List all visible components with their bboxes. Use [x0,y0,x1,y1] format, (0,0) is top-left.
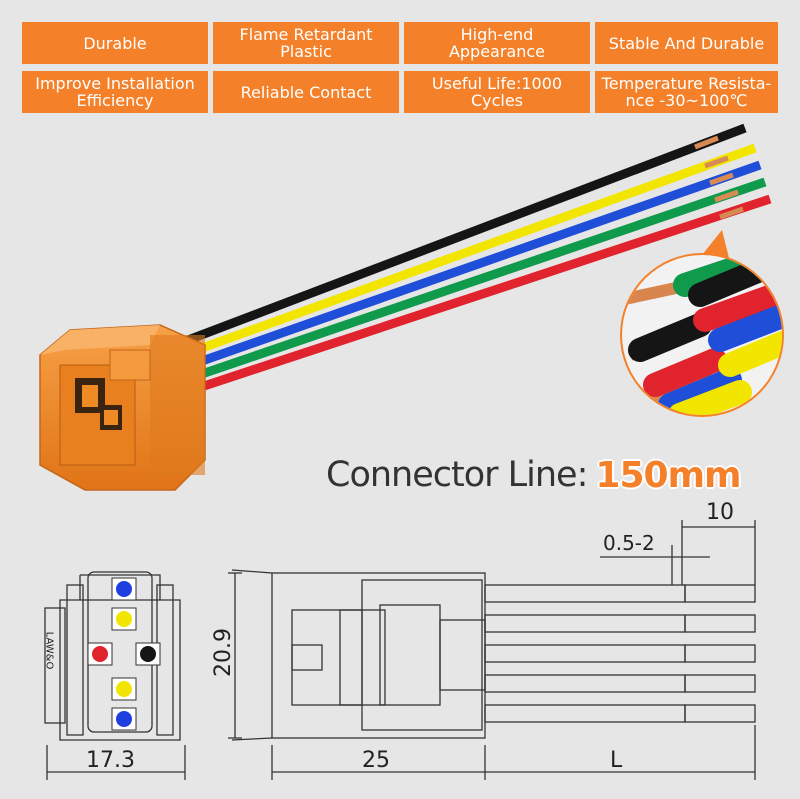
feature-useful-life: Useful Life:1000 Cycles [404,71,590,113]
dim-body-length: 25 [362,748,390,773]
dim-width-front: 17.3 [86,748,135,773]
feature-flame-retardant: Flame Retardant Plastic [213,22,399,64]
wire-black [173,123,747,350]
wire-red [193,194,772,394]
wire-bundle [173,123,772,394]
dim-strip-length: 10 [706,500,734,525]
pin-red [92,646,108,662]
connector-line-title: Connector Line: 150mm [326,448,742,502]
copper-ends [694,135,744,220]
pin-dots [87,577,161,731]
pin-blue-bottom [116,711,132,727]
feature-temperature: Temperature Resista- nce -30~100℃ [595,71,778,113]
feature-stable: Stable And Durable [595,22,778,64]
pin-yellow-top [116,611,132,627]
connector-housing [39,324,206,491]
wire-yellow [178,143,757,361]
pin-yellow-bottom [116,681,132,697]
dim-strip-range: 0.5-2 [603,531,655,555]
connector-line-label: Connector Line: [326,455,588,495]
connector-line-value: 150mm [595,454,741,496]
feature-reliable-contact: Reliable Contact [213,71,399,113]
wire-zoom-circle [620,230,784,417]
feature-durable: Durable [22,22,208,64]
wire-blue [183,160,762,372]
dim-height: 20.9 [210,628,236,677]
housing-mark: LAW&O [43,631,55,670]
wire-green [188,177,767,383]
feature-installation: Improve Installation Efficiency [22,71,208,113]
dim-wire-length: L [610,748,623,773]
dimension-drawing [44,520,756,780]
feature-high-end: High-end Appearance [404,22,590,64]
pin-blue-top [116,581,132,597]
pin-black [140,646,156,662]
